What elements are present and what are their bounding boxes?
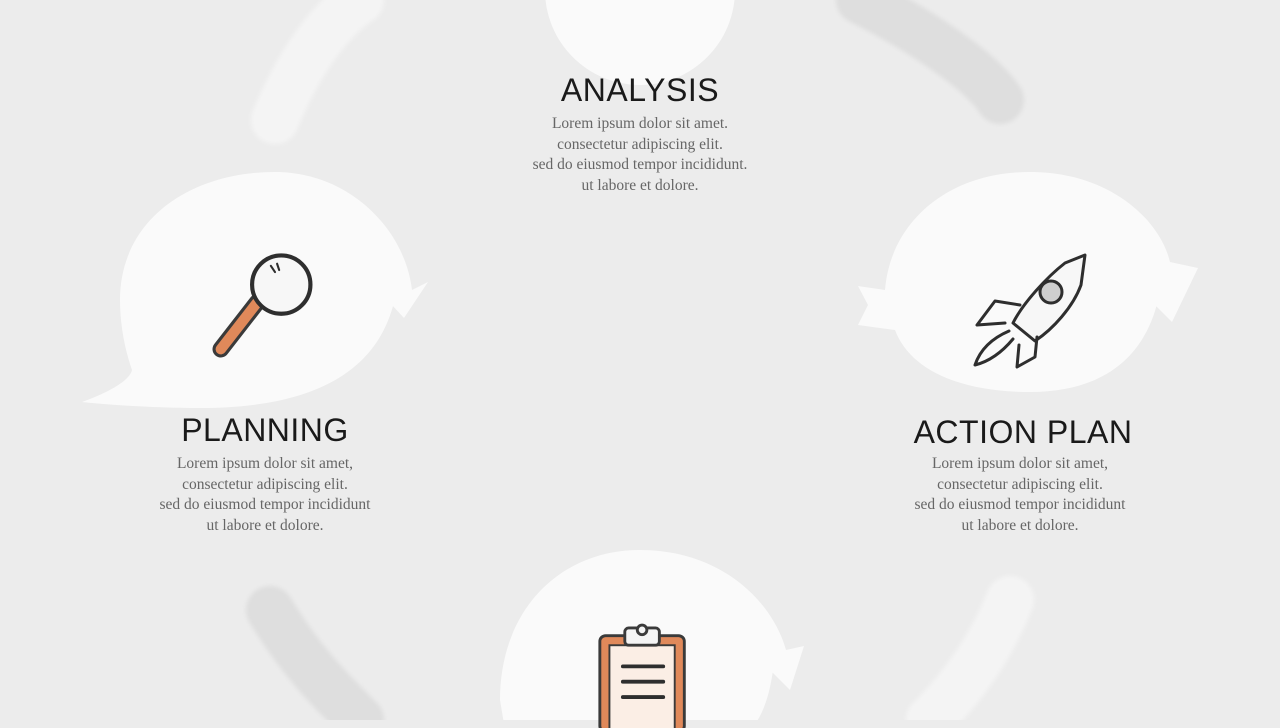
rocket-icon: [973, 253, 1087, 369]
planning-description-line: Lorem ipsum dolor sit amet,: [176, 455, 354, 472]
action-plan-description: Lorem ipsum dolor sit amet, consectetur …: [850, 454, 1190, 536]
action-plan-description-line: sed do eiusmod tempor incididunt: [914, 496, 1126, 513]
arrow-arc-top-right: [836, 0, 1024, 124]
action-plan-description-line: Lorem ipsum dolor sit amet,: [931, 455, 1109, 472]
magnifier-icon: [212, 253, 313, 358]
action-plan-description-line: consectetur adipiscing elit.: [937, 475, 1103, 493]
cycle-arrows: [246, 0, 1034, 720]
action-plan-description-line: ut labore et dolore.: [961, 516, 1079, 534]
planning-description-line: sed do eiusmod tempor incididunt: [159, 496, 371, 513]
analysis-description-line: ut labore et dolore.: [581, 176, 699, 194]
analysis-badge: [545, 0, 735, 85]
planning-description: Lorem ipsum dolor sit amet, consectetur …: [95, 454, 435, 536]
arrow-arc-bottom-left: [246, 586, 384, 720]
clipboard-icon: [598, 623, 686, 728]
analysis-description-line: sed do eiusmod tempor incididunt.: [532, 156, 748, 173]
arrow-arc-bottom-right: [906, 576, 1034, 720]
arrow-arc-top-left: [251, 0, 384, 144]
planning-description-line: ut labore et dolore.: [206, 516, 324, 534]
analysis-description: Lorem ipsum dolor sit amet. consectetur …: [462, 114, 818, 196]
analysis-description-line: Lorem ipsum dolor sit amet.: [551, 115, 729, 132]
planning-description-line: consectetur adipiscing elit.: [182, 475, 348, 493]
action-plan-title: ACTION PLAN: [913, 414, 1133, 450]
planning-title: PLANNING: [181, 412, 349, 448]
action-plan-badge: [858, 172, 1198, 392]
analysis-description-line: consectetur adipiscing elit.: [557, 135, 723, 153]
analysis-title: ANALYSIS: [560, 72, 720, 108]
